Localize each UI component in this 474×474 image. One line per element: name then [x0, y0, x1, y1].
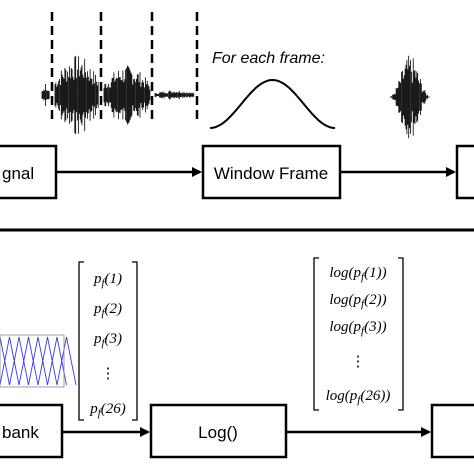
signal-box-label: gnal — [2, 164, 34, 183]
pf-vector-left-bracket — [78, 261, 84, 421]
filterbank-box-label: bank — [2, 423, 39, 442]
log-box — [149, 403, 288, 459]
window-frame-box-label: Window Frame — [214, 164, 328, 183]
pf-vector-right-bracket — [132, 261, 138, 421]
pf-vector-entry: pf(1) — [93, 271, 122, 289]
next-stage-box-bottom — [430, 403, 474, 459]
pf-vector-entry: pf(3) — [93, 331, 122, 349]
log-box-label: Log() — [198, 423, 238, 442]
pf-vector-entry: pf(26) — [89, 401, 126, 419]
log-vector-right-bracket — [398, 257, 404, 411]
log-vector-entry: ⋮ — [351, 354, 366, 370]
log-vector-entry: log(pf(26)) — [326, 388, 391, 406]
next-stage-box — [455, 144, 474, 200]
log-vector: log(pf(1)) log(pf(2)) log(pf(3)) ⋮ log(p… — [313, 257, 404, 411]
signal-box — [0, 144, 58, 200]
waveform-icon — [41, 55, 195, 135]
frame-boundaries — [50, 12, 199, 124]
log-vector-entry: log(pf(3)) — [329, 319, 386, 337]
frame-caption: For each frame: — [212, 50, 325, 67]
frame-burst-icon — [389, 55, 431, 139]
filterbank-icon — [0, 334, 77, 388]
pf-vector-entry: ⋮ — [101, 366, 116, 382]
pf-vector: pf(1) pf(2) pf(3) ⋮ pf(26) — [78, 261, 138, 421]
log-vector-left-bracket — [313, 257, 319, 411]
pf-vector-entry: pf(2) — [93, 301, 122, 319]
log-vector-entry: log(pf(2)) — [329, 292, 386, 310]
filterbank-box — [0, 403, 64, 459]
window-curve-icon — [209, 78, 336, 129]
log-vector-entry: log(pf(1)) — [329, 265, 386, 283]
